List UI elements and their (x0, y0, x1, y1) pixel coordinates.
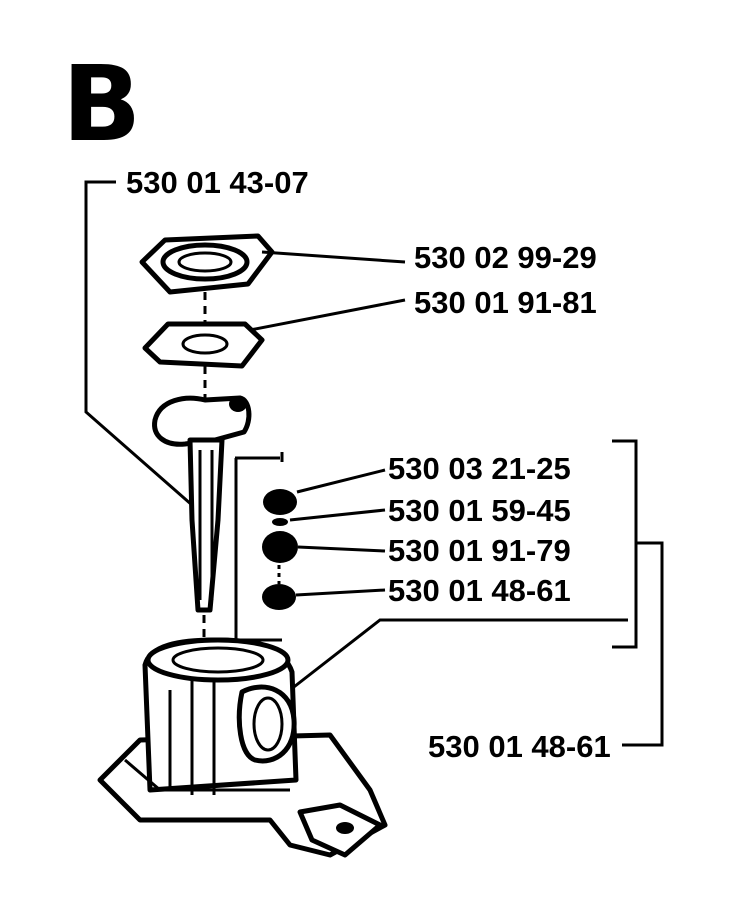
gasket-part (142, 321, 265, 369)
housing-part (97, 637, 388, 858)
bracket-balls (612, 439, 638, 649)
label-screw: 530 01 43-07 (126, 165, 309, 200)
label-ball-4: 530 01 48-61 (388, 573, 571, 608)
valve-body-part (152, 395, 252, 613)
ball-stack (262, 489, 298, 610)
label-gasket: 530 01 91-81 (414, 285, 597, 320)
leader-assembly (289, 618, 628, 692)
section-letter: B (62, 43, 141, 165)
leader-screw (84, 180, 193, 507)
leader-ball-3 (297, 545, 386, 553)
leader-ball-4 (295, 588, 386, 597)
ball-1 (263, 489, 297, 515)
leader-ball-2 (289, 508, 386, 522)
leader-cap (261, 250, 406, 264)
label-cap: 530 02 99-29 (414, 240, 597, 275)
label-ball-3: 530 01 91-79 (388, 533, 571, 568)
label-assembly: 530 01 48-61 (428, 729, 611, 764)
ball-2 (272, 518, 288, 526)
ball-3 (262, 531, 298, 563)
label-ball-1: 530 03 21-25 (388, 451, 571, 486)
ball-4 (262, 584, 296, 610)
bracket-assembly (622, 541, 664, 747)
label-ball-2: 530 01 59-45 (388, 493, 571, 528)
leader-ball-1 (296, 468, 386, 494)
leader-gasket (249, 298, 406, 332)
cap-part (139, 233, 275, 295)
